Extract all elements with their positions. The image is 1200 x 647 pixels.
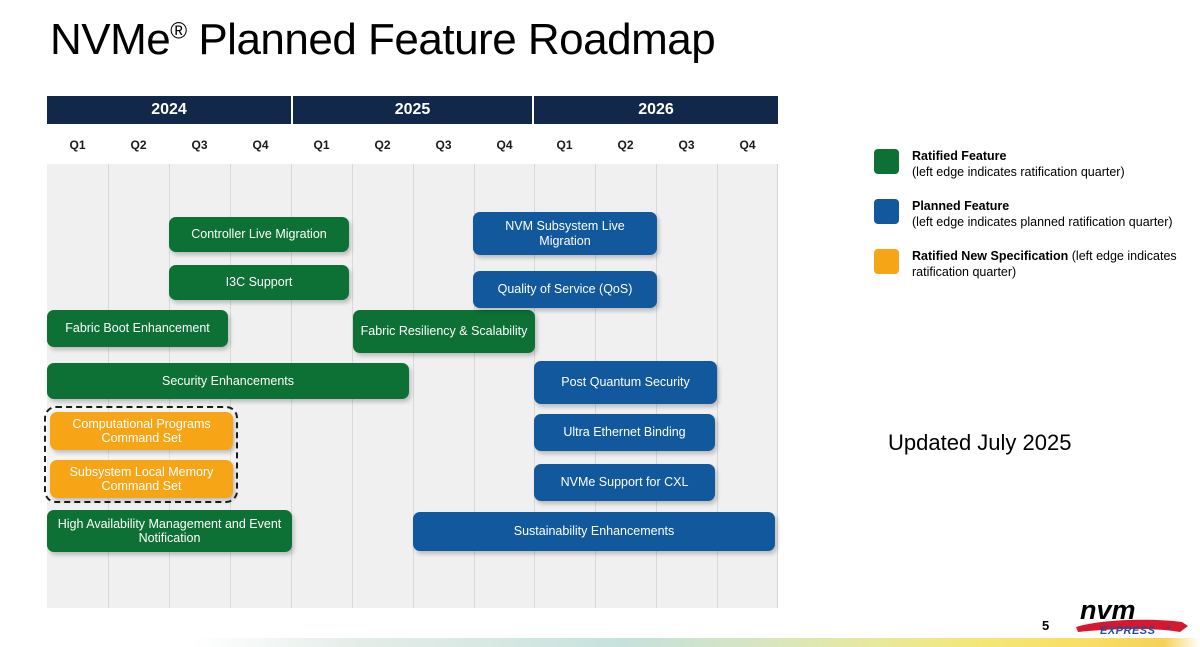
- year-label: 2025: [394, 101, 431, 118]
- feature-bar[interactable]: NVM Subsystem Live Migration: [473, 212, 657, 255]
- legend-item-1: Planned Feature(left edge indicates plan…: [874, 198, 1194, 230]
- feature-bar[interactable]: Controller Live Migration: [169, 217, 349, 252]
- quarter-label-6: Q3: [435, 138, 452, 152]
- feature-bar[interactable]: Fabric Resiliency & Scalability: [353, 310, 535, 353]
- year-band-2024: 2024: [47, 96, 291, 124]
- quarter-label-0: Q1: [69, 138, 86, 152]
- legend-swatch-icon: [874, 199, 899, 224]
- legend-swatch-icon: [874, 149, 899, 174]
- page-number: 5: [1042, 618, 1050, 633]
- quarter-label-1: Q2: [130, 138, 147, 152]
- svg-text:®: ®: [1167, 625, 1172, 632]
- legend-label: Planned Feature(left edge indicates plan…: [912, 199, 1173, 229]
- feature-bar[interactable]: Quality of Service (QoS): [473, 271, 657, 308]
- quarter-label-10: Q3: [678, 138, 695, 152]
- feature-bar[interactable]: I3C Support: [169, 265, 349, 300]
- title-main: NVMe: [50, 15, 171, 64]
- svg-text:nvm: nvm: [1080, 595, 1136, 625]
- year-band-2026: 2026: [534, 96, 778, 124]
- feature-bar[interactable]: Subsystem Local Memory Command Set: [50, 460, 233, 498]
- legend-item-0: Ratified Feature(left edge indicates rat…: [874, 148, 1194, 180]
- updated-date-note: Updated July 2025: [888, 430, 1072, 455]
- quarter-label-9: Q2: [617, 138, 634, 152]
- nvm-express-logo-icon: nvm EXPRESS ®: [1076, 595, 1188, 637]
- feature-bar[interactable]: Post Quantum Security: [534, 361, 717, 404]
- feature-bar[interactable]: Sustainability Enhancements: [413, 512, 775, 551]
- grid-line-6: [474, 164, 475, 608]
- grid-line-5: [413, 164, 414, 608]
- year-label: 2026: [638, 101, 674, 118]
- legend-swatch-icon: [874, 249, 899, 274]
- quarter-label-8: Q1: [556, 138, 573, 152]
- feature-bar[interactable]: Security Enhancements: [47, 363, 409, 399]
- title-rest: Planned Feature Roadmap: [186, 15, 716, 64]
- page-title: NVMe® Planned Feature Roadmap: [50, 15, 716, 65]
- legend: Ratified Feature(left edge indicates rat…: [874, 148, 1194, 298]
- quarter-label-7: Q4: [496, 138, 513, 152]
- quarter-label-4: Q1: [313, 138, 330, 152]
- legend-title: Ratified New Specification: [912, 249, 1069, 263]
- legend-title: Planned Feature: [912, 199, 1010, 213]
- decorative-bottom-strip: [0, 638, 1200, 647]
- legend-label: Ratified Feature(left edge indicates rat…: [912, 149, 1125, 179]
- grid-line-10: [717, 164, 718, 608]
- nvm-express-logo: nvm EXPRESS ®: [1072, 592, 1192, 638]
- year-label: 2024: [151, 101, 187, 118]
- registered-trademark-icon: ®: [170, 17, 187, 44]
- feature-bar[interactable]: NVMe Support for CXL: [534, 464, 715, 501]
- quarter-label-11: Q4: [739, 138, 756, 152]
- year-band-2025: 2025: [293, 96, 532, 124]
- legend-item-2: Ratified New Specification (left edge in…: [874, 248, 1194, 280]
- feature-bar[interactable]: High Availability Management and Event N…: [47, 510, 292, 552]
- legend-label: Ratified New Specification (left edge in…: [912, 249, 1177, 279]
- feature-bar[interactable]: Fabric Boot Enhancement: [47, 310, 228, 347]
- svg-text:EXPRESS: EXPRESS: [1100, 625, 1156, 637]
- quarter-label-3: Q4: [252, 138, 269, 152]
- legend-title: Ratified Feature: [912, 149, 1007, 163]
- quarter-label-2: Q3: [191, 138, 208, 152]
- feature-bar[interactable]: Ultra Ethernet Binding: [534, 414, 715, 451]
- quarter-label-5: Q2: [374, 138, 391, 152]
- feature-bar[interactable]: Computational Programs Command Set: [50, 412, 233, 450]
